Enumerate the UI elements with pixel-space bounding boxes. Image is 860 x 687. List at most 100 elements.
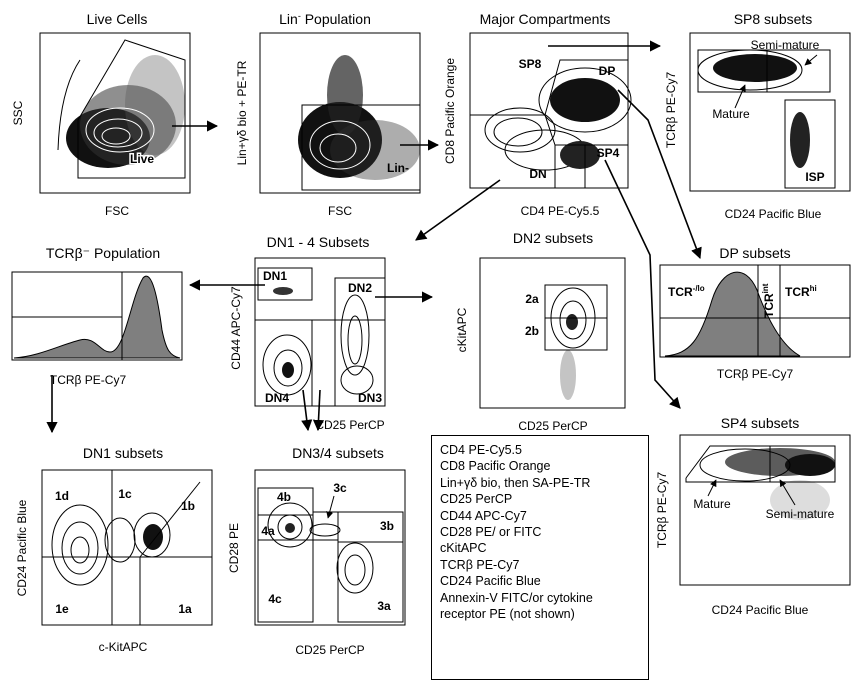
plot-frame (679, 434, 851, 586)
gate-dn-label: DN (529, 167, 546, 181)
legend-item: CD8 Pacific Orange (440, 459, 551, 474)
3b-label: 3b (380, 519, 394, 533)
flow-arrows (46, 40, 702, 434)
legend-item: TCRβ PE-Cy7 (440, 557, 520, 572)
4b-label: 4b (277, 490, 291, 504)
lin-neg-gate (301, 104, 421, 191)
legend-item: Lin+γδ bio, then SA-PE-TR (440, 475, 591, 490)
panel-lin-population: Lin- Population Lin- FSC Lin+γδ bio + PE… (235, 11, 421, 218)
tcr-hi-gate (685, 445, 836, 483)
legend-item: CD25 PerCP (440, 492, 513, 507)
3a-label: 3a (377, 599, 391, 613)
x-axis-label: CD24 Pacific Blue (725, 207, 822, 221)
dot-cloud (697, 49, 810, 168)
legend-item: cKitAPC (440, 541, 487, 556)
plot-frame (254, 469, 406, 626)
panel-dn2-subsets: DN2 subsets 2a 2b CD25 PerCP cKitAPC (455, 230, 626, 433)
panel-title: DP subsets (719, 245, 790, 261)
panel-sp4-subsets: SP4 subsets Mature Semi-mature CD24 Paci… (655, 415, 851, 617)
tcr-lo-label: TCR-/lo (668, 284, 705, 299)
histogram (13, 275, 181, 359)
plot-frame (41, 469, 213, 626)
1d-label: 1d (55, 489, 69, 503)
isp-gate (784, 99, 836, 189)
dot-cloud (262, 287, 374, 396)
1c-label: 1c (118, 487, 132, 501)
dot-cloud (484, 67, 632, 171)
plot-frame (689, 32, 851, 192)
dot-cloud (267, 502, 374, 594)
panel-title: Lin- Population (279, 11, 371, 27)
4a-label: 4a (261, 524, 275, 538)
1e-label: 1e (55, 602, 69, 616)
panel-dn3-4-subsets: DN3/4 subsets 4b 4a 4c 3c 3b 3a CD25 Per… (227, 445, 406, 657)
histogram (664, 271, 801, 357)
panel-title: DN1 - 4 Subsets (267, 234, 370, 250)
mature-label: Mature (693, 497, 731, 511)
panel-sp8-subsets: SP8 subsets Semi-mature Mature ISP CD24 … (664, 11, 851, 221)
panel-title: Major Compartments (480, 11, 611, 27)
reagent-legend: CD4 PE-Cy5.5 CD8 Pacific Orange Lin+γδ b… (431, 435, 649, 680)
legend-item: Annexin-V FITC/or cytokine receptor PE (… (440, 590, 593, 622)
gate-dp-label: DP (599, 64, 616, 78)
y-axis-label: cKitAPC (455, 307, 469, 352)
gate-label: Lin- (387, 161, 409, 175)
dn4-label: DN4 (265, 391, 289, 405)
panel-title: DN1 subsets (83, 445, 163, 461)
dot-cloud (57, 55, 185, 168)
3c-gate (312, 511, 339, 541)
panel-title: TCRβ⁻ Population (46, 245, 160, 261)
panel-title: Live Cells (87, 11, 148, 27)
x-axis-label: TCRβ PE-Cy7 (50, 373, 127, 387)
y-axis-label: CD28 PE (227, 523, 241, 573)
plot-frame (39, 32, 191, 194)
y-axis-label: CD24 Pacific Blue (15, 499, 29, 596)
panel-title: DN3/4 subsets (292, 445, 384, 461)
x-axis-label: CD25 PerCP (295, 643, 364, 657)
panel-tcrb-neg-population: TCRβ⁻ Population TCRβ PE-Cy7 (11, 245, 183, 387)
4c-gate (257, 539, 314, 623)
x-axis-label: CD25 PerCP (315, 418, 384, 432)
tcr-hi-gate (697, 49, 831, 93)
y-axis-label: SSC (11, 100, 25, 125)
legend-item: CD4 PE-Cy5.5 (440, 443, 522, 457)
panel-dn1-subsets: DN1 subsets 1d 1c 1b 1e 1a c-KitAPC CD24… (15, 445, 213, 654)
gate-sp4-label: SP4 (597, 146, 620, 160)
x-axis-label: CD24 Pacific Blue (712, 603, 809, 617)
1a-label: 1a (178, 602, 192, 616)
3c-label: 3c (333, 481, 347, 495)
3a-gate (337, 541, 404, 623)
dn1-label: DN1 (263, 269, 287, 283)
y-axis-label: TCRβ PE-Cy7 (655, 472, 669, 549)
plot-frame (11, 271, 183, 361)
svg-text:Live: Live (130, 152, 154, 166)
x-axis-label: FSC (105, 204, 129, 218)
panel-live-cells: Live Cells Live Live FSC SSC (11, 11, 191, 218)
panel-major-compartments: Major Compartments SP8 DP SP4 DN CD4 PE-… (443, 11, 632, 218)
1b-label: 1b (181, 499, 195, 513)
y-axis-label: CD8 Pacific Orange (443, 58, 457, 164)
dot-cloud (699, 448, 835, 520)
gate-label: Live (130, 152, 154, 166)
legend-item: CD24 Pacific Blue (440, 574, 541, 589)
tcr-int-label: TCRint (761, 283, 776, 318)
dn2-label: DN2 (348, 281, 372, 295)
dot-cloud (550, 287, 596, 400)
live-gate (77, 39, 186, 179)
mature-label: Mature (712, 107, 750, 121)
x-axis-label: FSC (328, 204, 352, 218)
panel-dn1-4-subsets: DN1 - 4 Subsets DN1 DN2 DN4 DN3 CD25 Per… (229, 234, 386, 432)
x-axis-label: CD4 PE-Cy5.5 (521, 204, 600, 218)
x-axis-label: CD25 PerCP (518, 419, 587, 433)
plot-frame (659, 264, 851, 358)
2b-label: 2b (525, 324, 539, 338)
panel-title: DN2 subsets (513, 230, 593, 246)
4c-label: 4c (268, 592, 282, 606)
plot-frame (469, 32, 629, 189)
y-axis-label: TCRβ PE-Cy7 (664, 72, 678, 149)
tcr-hi-label: TCRhi (785, 284, 817, 299)
panel-dp-subsets: DP subsets TCR-/lo TCRint TCRhi TCRβ PE-… (659, 245, 851, 381)
legend-item: CD28 PE/ or FITC (440, 525, 542, 540)
